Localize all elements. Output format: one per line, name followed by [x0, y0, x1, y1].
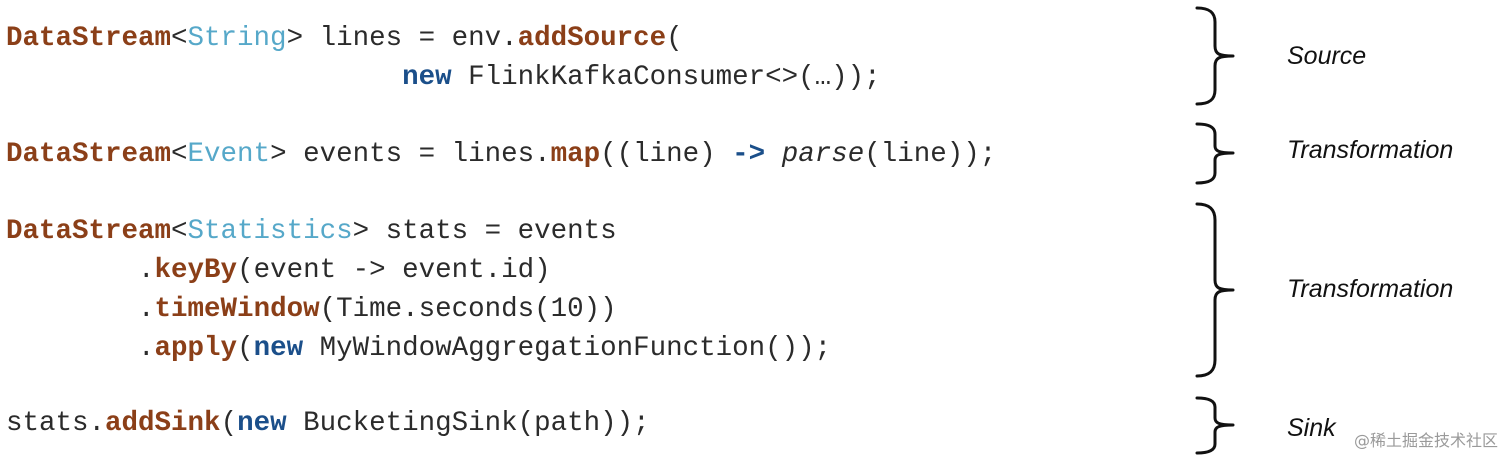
label-source: Source [1287, 42, 1367, 70]
code-token: BucketingSink(path)); [286, 408, 650, 439]
code-token: new [253, 333, 304, 364]
label-transformation-map: Transformation [1287, 136, 1454, 164]
code-token: FlinkKafkaConsumer<>(…)); [451, 62, 881, 93]
code-block-transformation-window: DataStream<Statistics> stats = events .k… [6, 212, 831, 368]
code-token: . [138, 294, 155, 325]
code-token: ( [237, 333, 254, 364]
code-token: MyWindowAggregationFunction()); [303, 333, 832, 364]
code-token: DataStream [6, 216, 172, 247]
code-token [765, 139, 782, 170]
code-token: ( [666, 23, 683, 54]
right-brace-transformation-window [1195, 202, 1235, 378]
label-transformation-window: Transformation [1287, 275, 1454, 303]
code-token: < [171, 23, 188, 54]
code-token: Event [187, 139, 271, 170]
code-token: (line)); [864, 139, 997, 170]
code-token: keyBy [154, 255, 238, 286]
code-token: Statistics [187, 216, 353, 247]
right-brace-transformation-map [1195, 122, 1235, 185]
code-token: ((line) [600, 139, 733, 170]
code-block-sink: stats.addSink(new BucketingSink(path)); [6, 404, 650, 443]
watermark: @稀土掘金技术社区 [1353, 431, 1498, 450]
code-token: addSink [105, 408, 221, 439]
code-block-transformation-map: DataStream<Event> events = lines.map((li… [6, 135, 996, 174]
code-token: > lines = env. [286, 23, 518, 54]
code-token: DataStream [6, 139, 172, 170]
code-token: new [237, 408, 287, 439]
code-token: . [138, 333, 155, 364]
code-token: > stats = events [352, 216, 617, 247]
code-token: (event -> event.id) [237, 255, 551, 286]
right-brace-source [1195, 6, 1235, 106]
code-token: ( [220, 408, 238, 439]
code-token: String [187, 23, 287, 54]
code-token: apply [154, 333, 238, 364]
label-sink: Sink [1287, 414, 1336, 442]
code-token: DataStream [6, 23, 172, 54]
code-token: timeWindow [154, 294, 320, 325]
right-brace-sink [1195, 396, 1235, 455]
code-token: (Time.seconds(10)) [319, 294, 617, 325]
code-block-source: DataStream<String> lines = env.addSource… [6, 19, 881, 97]
code-token: > events = lines. [270, 139, 551, 170]
code-token: -> [732, 139, 766, 170]
code-token: map [550, 139, 601, 170]
code-token: . [138, 255, 155, 286]
code-token: new [402, 62, 452, 93]
code-token: parse [781, 139, 865, 170]
code-token: < [171, 216, 188, 247]
code-token: stats. [6, 408, 106, 439]
code-token: < [171, 139, 188, 170]
code-token: addSource [517, 23, 667, 54]
